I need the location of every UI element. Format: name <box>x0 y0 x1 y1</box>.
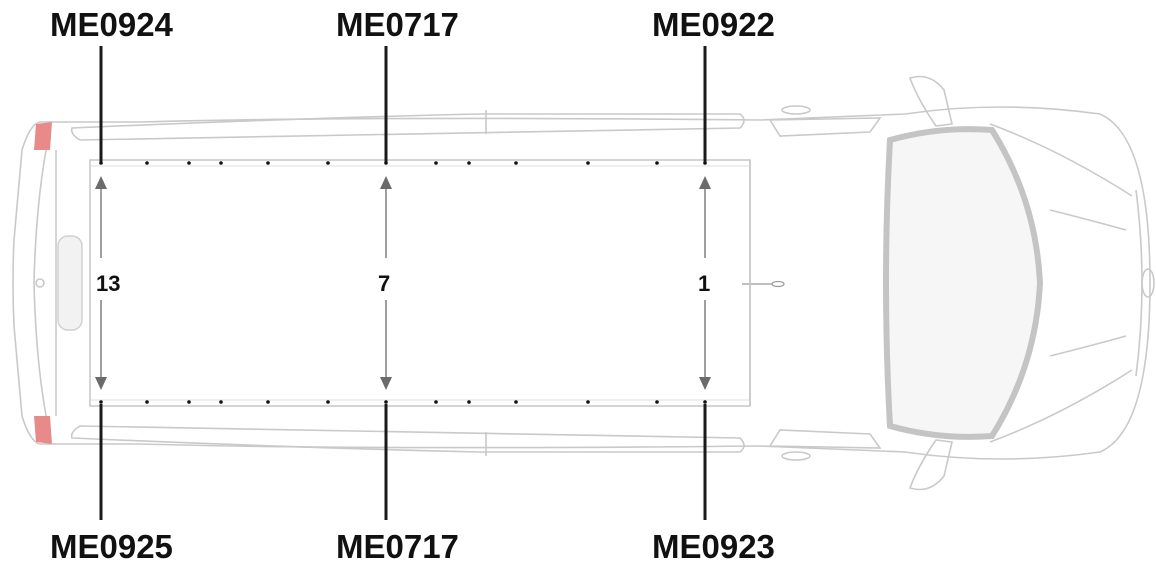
mounting-point <box>434 161 438 165</box>
arrow-head-1-up <box>699 176 711 189</box>
arrow-head-1-down <box>699 377 711 390</box>
mounting-point <box>434 400 438 404</box>
mounting-point <box>384 161 388 165</box>
windshield <box>883 126 1044 440</box>
mounting-point <box>655 161 659 165</box>
dimension-arrows <box>100 188 706 378</box>
arrow-head-13-up <box>95 176 107 189</box>
upper-side-rail <box>70 113 745 141</box>
mounting-points-bottom <box>99 400 707 404</box>
mounting-point <box>586 400 590 404</box>
tail-lights <box>34 122 83 444</box>
mirror-upper <box>908 75 953 127</box>
arrow-head-13-down <box>95 377 107 390</box>
mirror-lower <box>908 439 953 491</box>
part-code-bottom-left: ME0925 <box>50 528 173 565</box>
position-label-7: 7 <box>378 271 390 296</box>
arrow-head-7-up <box>380 176 392 189</box>
mounting-point <box>384 400 388 404</box>
mounting-point <box>266 400 270 404</box>
mounting-point <box>266 161 270 165</box>
leader-lines <box>99 46 707 520</box>
arrow-heads <box>95 176 711 390</box>
rear-brake-light <box>57 235 83 331</box>
part-code-bottom-center: ME0717 <box>336 528 459 565</box>
mounting-point <box>145 161 149 165</box>
arrow-head-7-down <box>380 377 392 390</box>
lower-side-rail <box>70 425 745 453</box>
mounting-point <box>514 161 518 165</box>
part-code-top-right: ME0922 <box>652 6 775 43</box>
tail-light-lower <box>34 416 52 444</box>
part-code-top-center: ME0717 <box>336 6 459 43</box>
side-window-lower <box>768 429 882 449</box>
mounting-point <box>703 161 707 165</box>
van-body <box>12 106 1151 460</box>
mounting-point <box>467 161 471 165</box>
mounting-point <box>219 400 223 404</box>
mounting-point <box>326 400 330 404</box>
mounting-point <box>99 400 103 404</box>
part-code-bottom-right: ME0923 <box>652 528 775 565</box>
part-code-top-left: ME0924 <box>50 6 174 43</box>
van-outline <box>12 75 1155 491</box>
mounting-point <box>703 400 707 404</box>
mounting-point <box>219 161 223 165</box>
mounting-point <box>467 400 471 404</box>
mounting-point <box>514 400 518 404</box>
mounting-points-top <box>99 161 707 165</box>
tail-light-upper <box>34 122 52 150</box>
roof-area <box>89 159 751 407</box>
mounting-point <box>187 161 191 165</box>
position-label-13: 13 <box>96 271 120 296</box>
mounting-point <box>187 400 191 404</box>
mounting-point <box>99 161 103 165</box>
roof-vent-detail <box>742 280 785 288</box>
side-window-upper <box>768 117 882 137</box>
mounting-point <box>586 161 590 165</box>
position-label-1: 1 <box>698 271 710 296</box>
rear-door-panel <box>33 139 49 427</box>
mounting-point <box>326 161 330 165</box>
mounting-point <box>145 400 149 404</box>
mounting-point <box>655 400 659 404</box>
